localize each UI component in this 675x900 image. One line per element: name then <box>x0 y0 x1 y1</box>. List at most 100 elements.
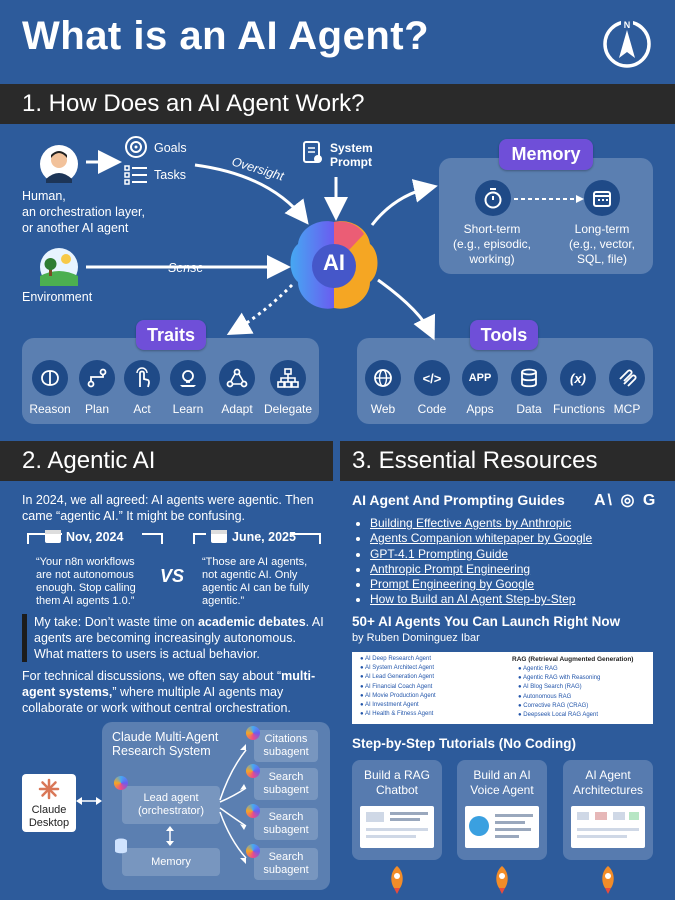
trait-label: Adapt <box>221 402 253 416</box>
short-term-memory: Short-term (e.g., episodic, working) <box>452 222 532 266</box>
date-right: June, 2025 <box>232 530 296 544</box>
rocket-icon <box>602 866 614 894</box>
ai-badge-icon <box>246 726 260 740</box>
memory-panel <box>439 158 653 274</box>
trait-label: Delegate <box>263 402 313 416</box>
guide-link[interactable]: Prompt Engineering by Google <box>370 577 535 592</box>
trait-label: Reason <box>29 402 71 416</box>
system-prompt-label: System Prompt <box>330 141 373 169</box>
calendar-icon <box>45 530 61 543</box>
ai-badge-icon <box>114 776 128 790</box>
memory-dashed-arrow <box>514 195 584 203</box>
web-globe-icon <box>365 360 401 396</box>
guide-link[interactable]: Building Effective Agents by Anthropic <box>370 516 572 530</box>
section2-header: 2. Agentic AI <box>0 441 333 481</box>
tutorials-title: Step-by-Step Tutorials (No Coding) <box>352 736 576 751</box>
quote-right: “Those are AI agents, not agentic AI. On… <box>202 556 310 607</box>
rag-heading: RAG (Retrieval Augmented Generation) <box>512 656 634 663</box>
database-icon <box>511 360 547 396</box>
guide-link[interactable]: Agents Companion whitepaper by Google <box>370 531 593 546</box>
plan-route-icon <box>79 360 115 396</box>
ai-badge-icon <box>246 764 260 778</box>
agentic-intro: In 2024, we all agreed: AI agents were a… <box>22 493 314 523</box>
database-icon <box>115 838 127 854</box>
tool-label: Web <box>370 402 396 416</box>
trait-label: Plan <box>84 402 110 416</box>
environment-label: Environment <box>22 290 93 304</box>
tool-label: Data <box>516 402 542 416</box>
page-title: What is an AI Agent? <box>22 14 430 58</box>
date-left: Nov, 2024 <box>66 530 124 544</box>
memory-box: Memory <box>122 848 220 876</box>
tool-label: MCP <box>613 402 641 416</box>
guides-list: Building Effective Agents by Anthropic A… <box>370 516 660 608</box>
mcp-icon <box>609 360 645 396</box>
traits-title: Traits <box>136 320 206 350</box>
environment-icon <box>40 248 78 286</box>
section3-header: 3. Essential Resources <box>340 441 675 481</box>
guides-title: AI Agent And Prompting Guides <box>352 492 565 508</box>
trait-label: Act <box>133 402 151 416</box>
agents-list-image: ● AI Deep Research Agent ● AI System Arc… <box>352 652 653 724</box>
agents-list-right: ● Agentic RAG ● Agentic RAG with Reasoni… <box>518 666 601 719</box>
apps-icon: APP <box>462 360 498 396</box>
tool-label: Code <box>417 402 447 416</box>
act-tap-icon <box>124 360 160 396</box>
ai-badge-icon <box>246 844 260 858</box>
quote-left: “Your n8n workflows are not autonomous e… <box>36 556 136 607</box>
functions-icon: (x) <box>560 360 596 396</box>
memory-title: Memory <box>499 139 593 170</box>
calendar-icon <box>211 530 227 543</box>
long-term-memory: Long-term (e.g., vector, SQL, file) <box>568 222 636 266</box>
compass-logo-icon: N <box>603 20 651 68</box>
tasks-label: Tasks <box>154 168 186 182</box>
code-icon: </> <box>414 360 450 396</box>
human-avatar-icon <box>40 145 78 183</box>
agents-list-left: ● AI Deep Research Agent ● AI System Arc… <box>360 656 436 718</box>
sense-label: Sense <box>168 261 204 275</box>
agents-author: by Ruben Dominguez Ibar <box>352 632 480 644</box>
guide-link[interactable]: GPT-4.1 Prompting Guide <box>370 546 509 561</box>
svg-text:N: N <box>624 20 631 30</box>
tools-panel <box>357 338 653 424</box>
ai-label: AI <box>323 250 345 275</box>
calendar-icon <box>584 180 620 216</box>
guide-link[interactable]: How to Build an AI Agent Step-by-Step <box>370 592 576 607</box>
reason-brain-icon <box>32 360 68 396</box>
subagent-arrows <box>219 744 247 864</box>
rocket-icon <box>391 866 403 894</box>
vendor-logos: A\ ◎ G <box>594 492 658 509</box>
tutorial-thumbnail <box>360 806 434 848</box>
system-prompt-icon <box>303 141 322 163</box>
lead-agent-box: Lead agent (orchestrator) <box>122 786 220 824</box>
section1-header: 1. How Does an AI Agent Work? <box>0 84 675 124</box>
vs-label: VS <box>160 566 185 586</box>
tool-label: Apps <box>466 402 494 416</box>
lead-memory-arrow <box>166 826 174 846</box>
tools-title: Tools <box>470 320 538 350</box>
my-take-text: My take: Don’t waste time on academic de… <box>34 615 324 661</box>
multi-agent-text: For technical discussions, we often say … <box>22 669 316 715</box>
claude-system-title: Claude Multi-Agent Research System <box>112 730 219 758</box>
target-goals-icon <box>125 136 147 158</box>
ai-brain-icon <box>290 221 378 309</box>
claude-system-panel <box>102 722 330 890</box>
guide-link[interactable]: Anthropic Prompt Engineering <box>370 561 531 576</box>
ai-badge-icon <box>246 804 260 818</box>
bidirectional-arrow <box>76 797 102 805</box>
rocket-icon <box>496 866 508 894</box>
delegate-hierarchy-icon <box>270 360 306 396</box>
goals-label: Goals <box>154 141 187 155</box>
stopwatch-icon <box>475 180 511 216</box>
take-accent-bar <box>22 614 27 662</box>
